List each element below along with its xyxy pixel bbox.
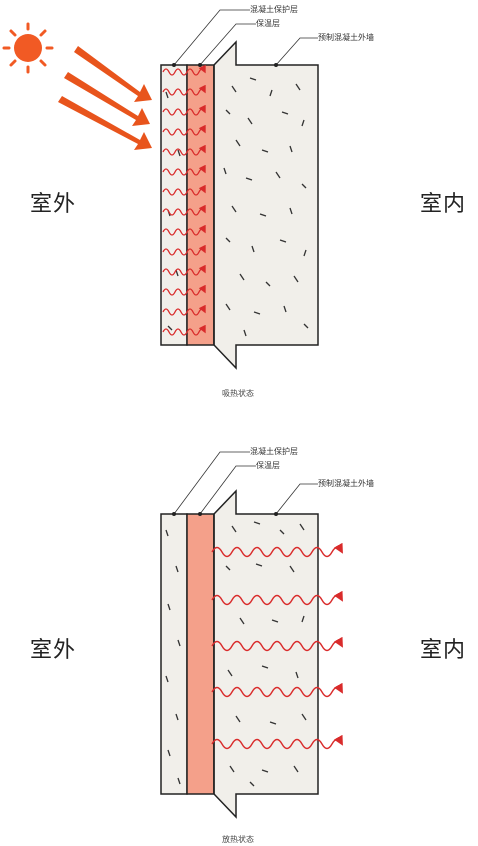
release-caption: 放热状态 — [222, 835, 254, 844]
callout-protective-layer: 混凝土保护层 — [250, 447, 298, 456]
callout-insulation-layer: 保温层 — [256, 461, 280, 470]
callout-precast-wall: 预制混凝土外墙 — [318, 33, 374, 42]
absorb-caption: 吸热状态 — [222, 389, 254, 398]
indoor-label: 室内 — [420, 192, 467, 217]
outdoor-label: 室外 — [30, 192, 77, 217]
protective-layer — [160, 64, 188, 346]
absorb-heat-diagram — [2, 9, 319, 370]
heat-release-waves — [211, 542, 343, 750]
callout-precast-wall: 预制混凝土外墙 — [318, 479, 374, 488]
release-heat-diagram — [28, 451, 343, 819]
insulation-layer — [186, 513, 215, 795]
callout-protective-layer: 混凝土保护层 — [250, 5, 298, 14]
indoor-label: 室内 — [420, 638, 467, 663]
precast-wall — [213, 40, 319, 370]
callout-insulation-layer: 保温层 — [256, 19, 280, 28]
protective-layer — [160, 513, 188, 795]
sun-ray-arrows — [58, 46, 152, 150]
sun-icon — [2, 22, 54, 74]
precast-wall — [213, 489, 319, 819]
concrete-speckles — [165, 521, 307, 787]
callout-leaders — [173, 451, 318, 515]
moon-icon — [28, 458, 69, 518]
absorb-heat-panel: 混凝土保护层 保温层 预制混凝土外墙 室外 室内 吸热状态 — [0, 0, 478, 420]
callout-leaders — [173, 9, 318, 66]
release-heat-panel: 混凝土保护层 保温层 预制混凝土外墙 室外 室内 放热状态 — [0, 426, 478, 846]
concrete-speckles — [165, 77, 309, 337]
insulation-layer — [186, 64, 215, 346]
outdoor-label: 室外 — [30, 638, 77, 663]
heat-absorb-waves — [162, 64, 206, 336]
